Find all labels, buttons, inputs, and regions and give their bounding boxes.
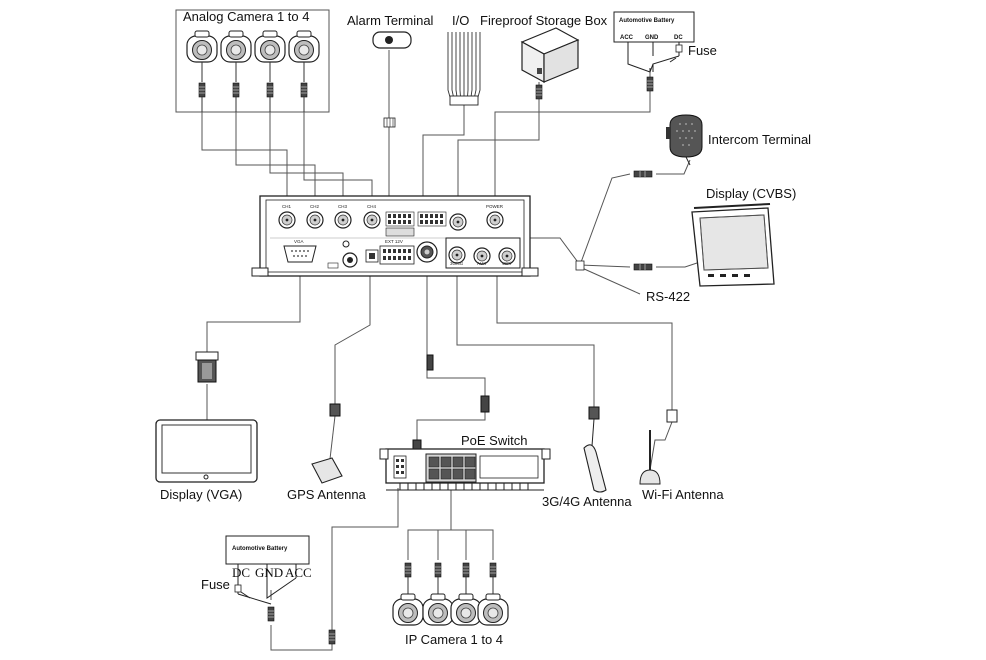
dvr-port-vga: VGA: [294, 239, 304, 244]
battery-bottom-acc: ACC: [285, 565, 312, 580]
ip-camera-4: [477, 593, 509, 626]
dvr-port-ch2: CH2: [310, 204, 320, 209]
analog-camera-3: [254, 30, 286, 63]
dvr-port-power: POWER: [486, 204, 504, 209]
dvr-main-unit: [251, 195, 539, 277]
battery-bottom-device: [225, 535, 336, 645]
analog-camera-1: [186, 30, 218, 63]
poe-switch-label: PoE Switch: [461, 433, 528, 448]
battery-bottom-gnd: GND: [255, 565, 284, 580]
battery-top-dc: DC: [674, 35, 683, 41]
alarm-terminal-device: [372, 31, 412, 128]
analog-camera-2: [220, 30, 252, 63]
fuse-bottom-label: Fuse: [201, 577, 230, 592]
ip-camera-group: [392, 562, 509, 626]
battery-top-title: Automotive Battery: [619, 18, 675, 24]
wifi-antenna-label: Wi-Fi Antenna: [642, 487, 724, 502]
battery-top-device: [613, 11, 695, 92]
io-label: I/O: [452, 13, 470, 28]
dvr-port-ch3: CH3: [338, 204, 348, 209]
intercom-terminal-device: [633, 114, 703, 178]
battery-top-acc: ACC: [620, 35, 633, 41]
antenna-3g4g-label: 3G/4G Antenna: [542, 494, 632, 509]
antenna-3g4g-device: [583, 406, 607, 493]
dvr-port-aux: AUX: [477, 261, 487, 266]
display-vga-device: [155, 351, 258, 483]
ip-camera-label: IP Camera 1 to 4: [405, 632, 504, 647]
wires: [201, 50, 701, 651]
battery-bottom-title: Automotive Battery: [232, 546, 288, 552]
display-vga-label: Display (VGA): [160, 487, 243, 502]
gps-antenna-label: GPS Antenna: [287, 487, 366, 502]
fuse-top-label: Fuse: [688, 43, 717, 58]
dvr-port-ch1: CH1: [282, 204, 292, 209]
io-cable-bundle: [447, 32, 481, 106]
display-cvbs-label: Display (CVBS): [706, 186, 797, 201]
intercom-terminal-label: Intercom Terminal: [708, 132, 812, 147]
display-cvbs-device: [575, 203, 775, 287]
analog-camera-4: [288, 30, 320, 63]
fireproof-box-device: [520, 27, 580, 100]
dvr-port-ch4: CH4: [367, 204, 377, 209]
battery-top-gnd: GND: [645, 35, 659, 41]
rs422-label: RS-422: [646, 289, 691, 304]
ip-camera-1: [392, 593, 424, 626]
ip-camera-2: [422, 593, 454, 626]
ip-camera-3: [450, 593, 482, 626]
wifi-antenna-device: [639, 409, 678, 485]
analog-camera-group: [175, 9, 330, 113]
dvr-port-ext: EXT 12V: [385, 239, 403, 244]
battery-bottom-dc: DC: [232, 565, 251, 580]
fireproof-box-label: Fireproof Storage Box: [480, 13, 608, 28]
poe-switch-device: [379, 354, 551, 491]
gps-antenna-device: [311, 403, 343, 484]
alarm-terminal-label: Alarm Terminal: [347, 13, 434, 28]
dvr-port-wifi: WiFi: [502, 261, 511, 266]
analog-camera-label: Analog Camera 1 to 4: [183, 9, 310, 24]
dvr-port-3g4g: 3G/4G: [450, 261, 464, 266]
